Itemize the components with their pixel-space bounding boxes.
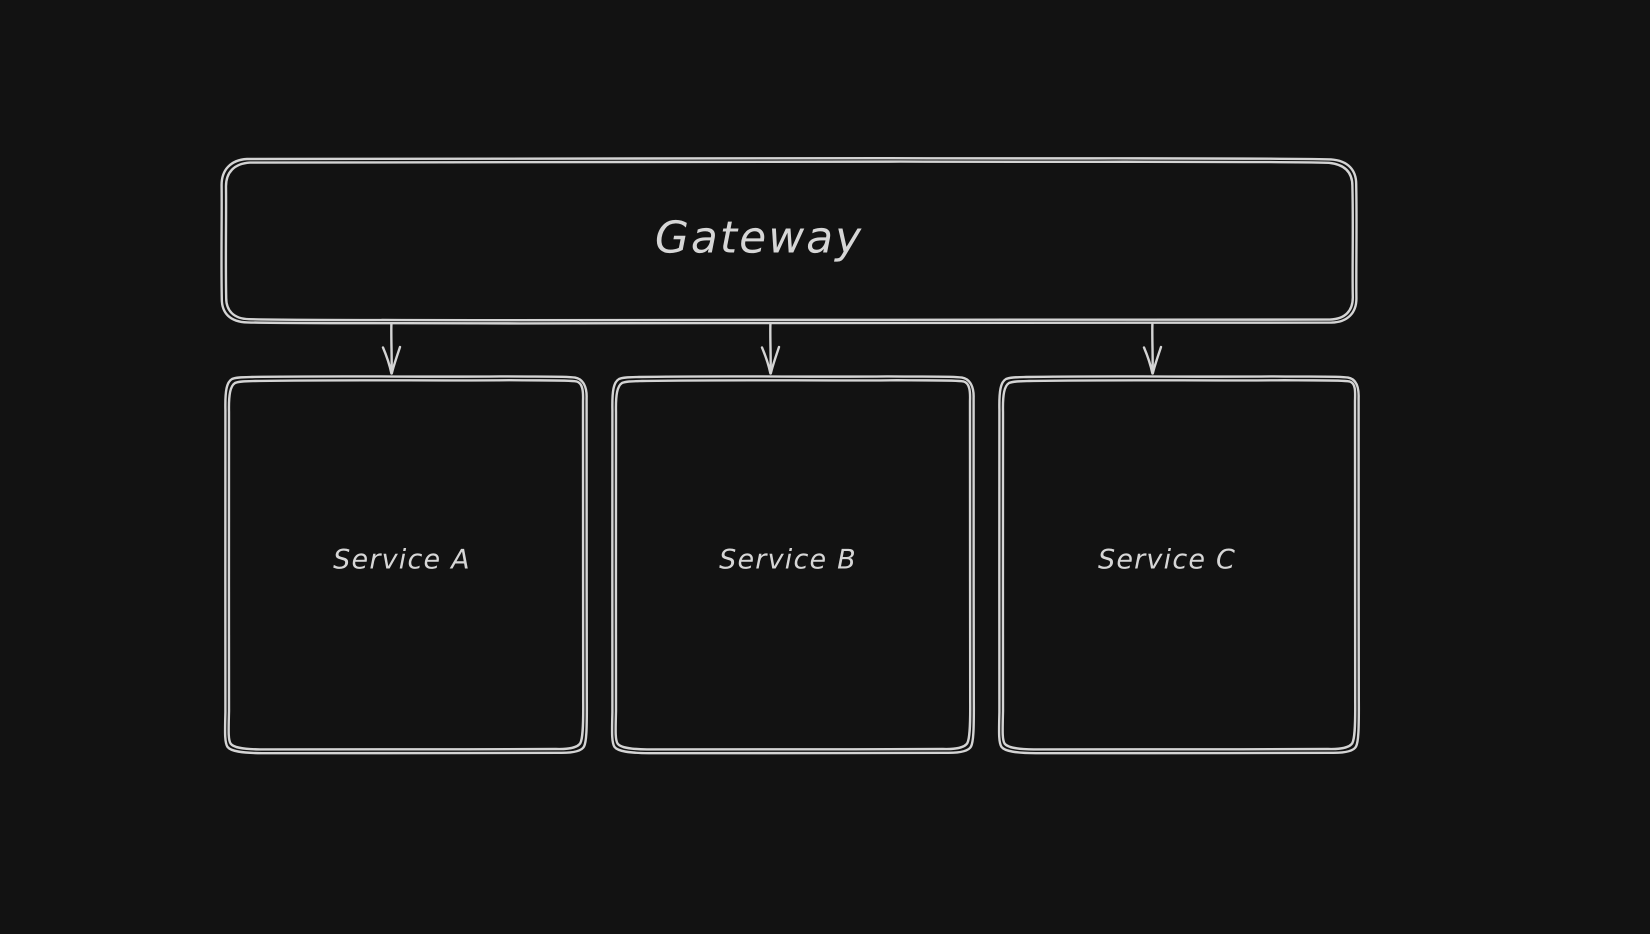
node-label-gateway: Gateway (654, 212, 864, 264)
node-label-service-c: Service C (1097, 544, 1237, 576)
node-label-service-a: Service A (333, 544, 471, 576)
edge-gateway-service-b[interactable] (760, 322, 781, 375)
node-label-service-b: Service B (719, 544, 857, 576)
node-shape-gateway[interactable] (220, 156, 1358, 325)
edge-gateway-service-c[interactable] (1142, 322, 1163, 375)
node-shape-service-a[interactable] (223, 375, 589, 755)
edge-gateway-service-a[interactable] (381, 322, 402, 375)
node-shape-service-b[interactable] (610, 375, 976, 755)
node-shape-service-c[interactable] (997, 375, 1361, 755)
